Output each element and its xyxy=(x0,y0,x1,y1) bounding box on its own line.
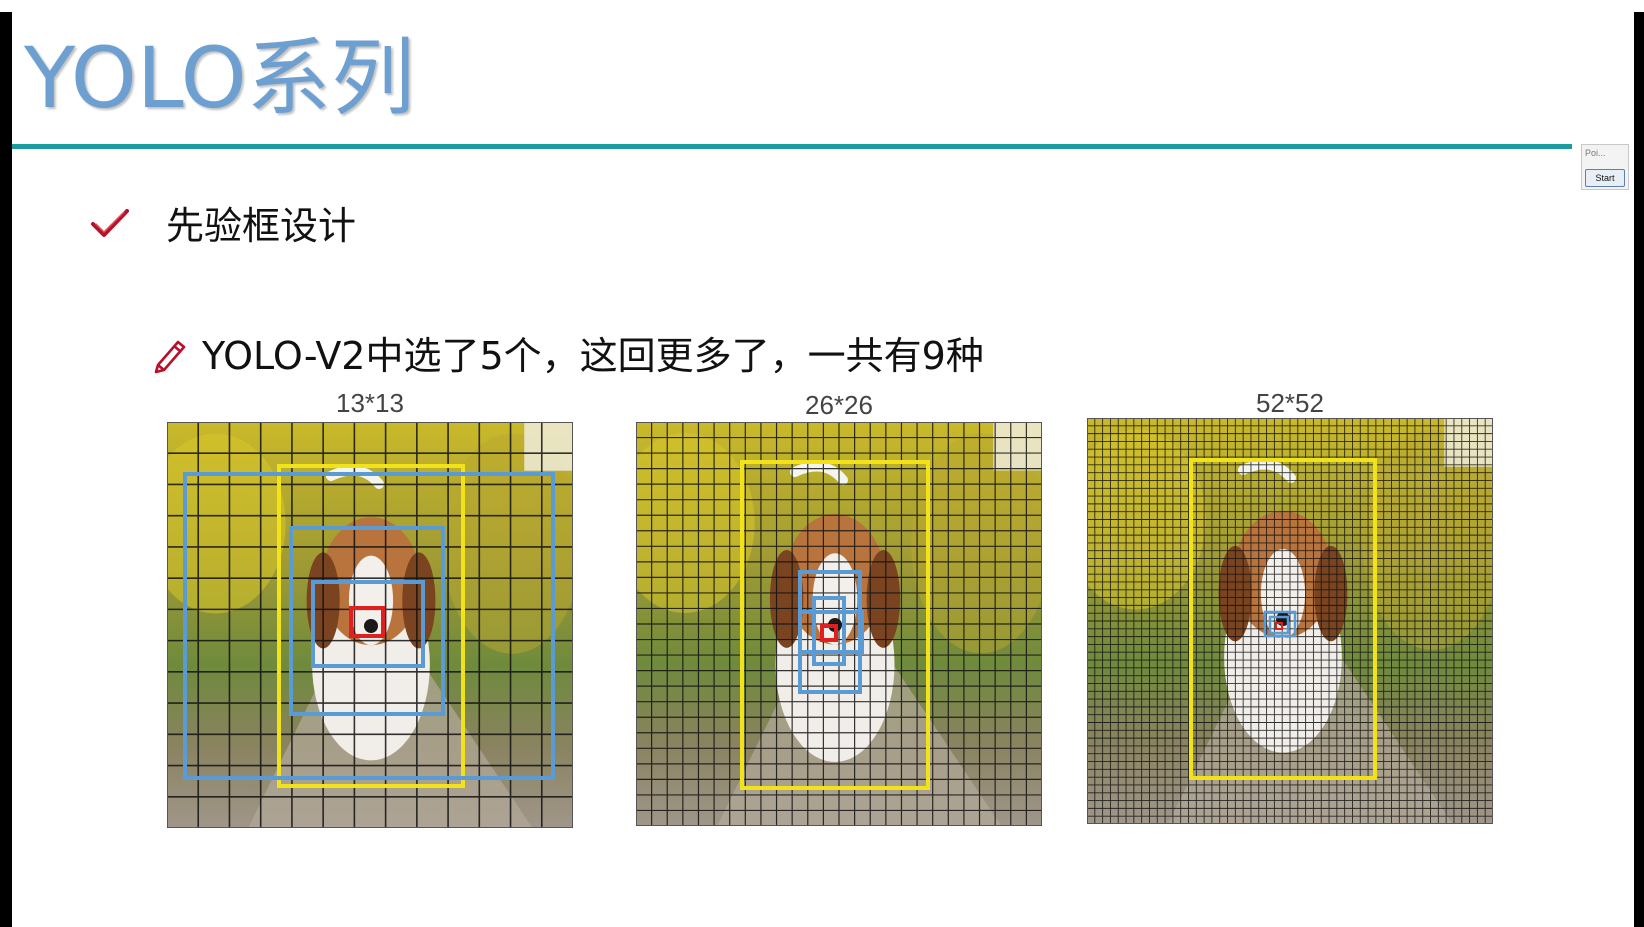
widget-title: Poi... xyxy=(1585,148,1606,158)
grid-caption: 26*26 xyxy=(805,390,873,420)
foliage-blob xyxy=(1362,429,1493,650)
sky-patch xyxy=(524,422,573,471)
anchor-box xyxy=(812,596,846,666)
pencil-icon xyxy=(150,334,190,378)
heading-bullet: 先验框设计 xyxy=(90,206,356,246)
dog-ear xyxy=(1314,545,1348,642)
pointer-widget: Poi... Start xyxy=(1581,144,1629,190)
foliage-blob xyxy=(167,433,286,614)
image-frame xyxy=(1087,418,1493,824)
grid-image xyxy=(167,422,573,828)
ground-truth-box xyxy=(740,460,930,790)
anchor-box xyxy=(311,580,425,668)
ground-truth-box xyxy=(277,464,465,788)
slide-title: YOLO系列 xyxy=(24,29,415,127)
image-frame xyxy=(636,422,1042,826)
content-text: YOLO-V2中选了5个，这回更多了，一共有9种 xyxy=(202,334,984,378)
grid-caption: 13*13 xyxy=(336,388,404,418)
anchor-box xyxy=(289,526,445,716)
start-button[interactable]: Start xyxy=(1585,169,1625,187)
check-icon xyxy=(90,206,130,246)
heading-text: 先验框设计 xyxy=(166,204,357,248)
foliage-blob xyxy=(636,433,755,613)
top-strip xyxy=(0,0,1644,12)
grid-lines xyxy=(1087,418,1493,824)
foliage-blob xyxy=(442,433,573,654)
dog-ear xyxy=(866,550,901,648)
ground-truth-box xyxy=(1189,458,1377,780)
center-cell-box xyxy=(349,606,385,638)
dog-tail xyxy=(790,461,848,485)
grid-panel-26: 26*26 xyxy=(636,390,1042,826)
dog-nose xyxy=(364,619,378,633)
anchor-box xyxy=(798,610,864,654)
title-divider xyxy=(12,144,1572,149)
grid-image xyxy=(1087,418,1493,824)
dog-ear xyxy=(769,550,804,648)
sky-patch xyxy=(993,422,1042,471)
grid-lines xyxy=(636,422,1042,826)
image-frame xyxy=(167,422,573,828)
center-cell-box xyxy=(820,624,838,642)
grid-caption: 52*52 xyxy=(1256,388,1324,418)
slide: YOLO系列 先验框设计 YOLO-V2中选了5个，这回更多了，一共有9种 13… xyxy=(12,12,1634,927)
grid-image xyxy=(636,422,1042,826)
anchor-box xyxy=(1268,615,1290,635)
anchor-box xyxy=(1263,610,1297,638)
grid-panel-52: 52*52 xyxy=(1087,388,1493,824)
anchor-box xyxy=(183,472,555,780)
foliage-blob xyxy=(911,433,1042,654)
grid-panel-13: 13*13 xyxy=(167,388,573,828)
content-bullet: YOLO-V2中选了5个，这回更多了，一共有9种 xyxy=(150,334,984,378)
sky-patch xyxy=(1444,418,1493,467)
dog-ear xyxy=(402,552,436,649)
center-cell-box xyxy=(1275,622,1283,630)
